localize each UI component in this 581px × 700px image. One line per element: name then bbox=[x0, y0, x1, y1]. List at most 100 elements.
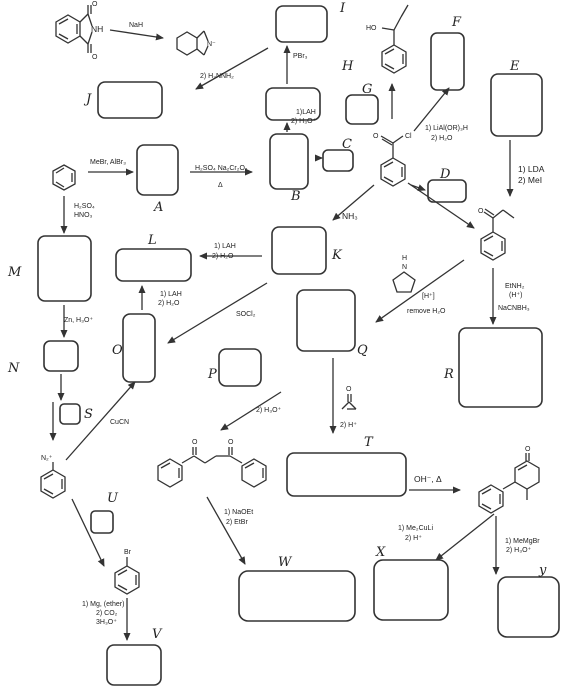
carbonyl-o-label: O bbox=[92, 1, 98, 8]
box-M bbox=[37, 235, 92, 302]
box-X bbox=[373, 559, 449, 621]
label-G: G bbox=[362, 82, 372, 97]
box-Y bbox=[497, 576, 560, 638]
reagent-cucn: CuCN bbox=[110, 419, 129, 426]
diazonium-structure: N₂⁺ bbox=[40, 455, 66, 499]
dk-o2-label: O bbox=[228, 439, 234, 446]
arrow-to-bromobenzene bbox=[71, 498, 105, 567]
box-H bbox=[265, 87, 321, 121]
pyrrolidine-h-label: H bbox=[402, 255, 407, 262]
reagent-nah: NaH bbox=[129, 22, 143, 29]
reagent-lialh-1: 1) LiAl(OR)₃H bbox=[425, 125, 468, 132]
reagent-hydrazine: 2) H₂NNH₂ bbox=[200, 73, 234, 80]
label-S: S bbox=[84, 407, 93, 422]
arrow-hydrolysis bbox=[220, 391, 282, 431]
arrow-acylcl-to-D bbox=[410, 184, 426, 191]
reagent-h3o-p: 2) H₃O⁺ bbox=[256, 407, 282, 414]
label-M: M bbox=[7, 265, 22, 280]
label-D: D bbox=[439, 167, 451, 182]
reagent-h-plus: 2) H⁺ bbox=[340, 422, 357, 429]
phthalimide-anion-structure: N⁻ bbox=[176, 30, 216, 56]
label-W: W bbox=[278, 555, 293, 570]
reagent-lda-2: 2) MeI bbox=[518, 175, 542, 185]
reagent-lah-2: 2) H₃O⁺ bbox=[291, 118, 317, 125]
reagent-naoet-1: 1) NaOEt bbox=[224, 509, 253, 516]
label-K: K bbox=[331, 248, 343, 263]
reagent-nh3: NH₃ bbox=[342, 211, 358, 221]
box-N bbox=[43, 340, 79, 372]
label-L: L bbox=[147, 233, 157, 248]
arrow-cucn bbox=[65, 381, 136, 461]
reagent-pbr3: PBr₃ bbox=[293, 53, 308, 60]
box-A bbox=[136, 144, 179, 196]
label-I: I bbox=[339, 1, 346, 16]
reagent-lah-mid-2: 2) H₂O bbox=[212, 253, 234, 260]
reagent-lah-l-1: 1) LAH bbox=[160, 291, 182, 298]
label-T: T bbox=[364, 435, 374, 450]
acyl-o-label: O bbox=[373, 133, 379, 140]
box-R bbox=[458, 327, 543, 408]
arrow-nh3 bbox=[332, 184, 375, 221]
pyrrolidine-structure: H N bbox=[392, 255, 416, 293]
box-W bbox=[238, 570, 356, 622]
reagent-enamine-1: [H⁺] bbox=[422, 293, 435, 300]
reagent-oxid-1: H₂SO₄ Na₂Cr₂O₇ bbox=[195, 165, 248, 172]
reagent-lialh-2: 2) H₂O bbox=[431, 135, 453, 142]
reagent-grignard-1: 1) Mg, (ether) bbox=[82, 601, 124, 608]
reagent-lah-l-2: 2) H₂O bbox=[158, 300, 180, 307]
vk-o-label: O bbox=[346, 386, 352, 393]
label-P: P bbox=[207, 367, 217, 382]
ketone-o-label: O bbox=[478, 208, 484, 215]
alcohol-ho-label: HO bbox=[366, 25, 377, 32]
reagent-oxid-2: Δ bbox=[218, 182, 223, 189]
alcohol-structure bbox=[381, 4, 409, 74]
label-B: B bbox=[290, 189, 301, 204]
box-G bbox=[345, 94, 379, 125]
label-Y: y bbox=[538, 563, 547, 578]
diazonium-label: N₂⁺ bbox=[41, 455, 53, 462]
arrow-acylcl-to-propio bbox=[407, 182, 475, 229]
enone-structure: O bbox=[478, 446, 540, 514]
dk-o1-label: O bbox=[192, 439, 198, 446]
label-X: X bbox=[375, 545, 386, 560]
arrow-socl2 bbox=[167, 282, 268, 344]
reagent-nitr-2: HNO₃ bbox=[74, 212, 93, 219]
label-E: E bbox=[509, 59, 520, 74]
arrow-nah bbox=[109, 29, 164, 41]
box-D bbox=[427, 179, 467, 203]
propiophenone-structure: O bbox=[478, 208, 515, 261]
label-Q: Q bbox=[357, 343, 368, 358]
box-I bbox=[275, 5, 328, 43]
box-L bbox=[115, 248, 192, 282]
reagent-socl2: SOCl₂ bbox=[236, 311, 256, 318]
reagent-cuprate-2: 2) H⁺ bbox=[405, 535, 422, 542]
box-S bbox=[59, 403, 81, 425]
box-C bbox=[322, 149, 354, 172]
enone-o-label: O bbox=[525, 446, 531, 453]
phthalimide-structure: NH O O bbox=[55, 1, 103, 61]
anion-n-label: N⁻ bbox=[207, 41, 216, 48]
benzene-structure bbox=[52, 164, 76, 191]
pyrrolidine-n-label: N bbox=[402, 264, 407, 271]
reagent-amin-1: EtNH₂ bbox=[505, 283, 525, 290]
label-V: V bbox=[152, 627, 163, 642]
box-F bbox=[430, 32, 465, 91]
reagent-cuprate-1: 1) Me₂CuLi bbox=[398, 525, 433, 532]
label-N: N bbox=[7, 361, 20, 376]
label-O: O bbox=[112, 343, 123, 358]
reagent-grignard-2: 2) CO₂ bbox=[96, 610, 118, 617]
reagent-lah-1: 1)LAH bbox=[296, 109, 316, 116]
imide-nh-label: NH bbox=[91, 24, 103, 34]
reagent-naoet-2: 2) EtBr bbox=[226, 519, 248, 526]
box-Q bbox=[296, 289, 356, 352]
reagent-amin-3: NaCNBH₃ bbox=[498, 305, 530, 312]
reagent-grig-1: 1) MeMgBr bbox=[505, 538, 540, 545]
label-A: A bbox=[153, 200, 163, 215]
reagent-lda-1: 1) LDA bbox=[518, 164, 545, 174]
box-E bbox=[490, 73, 543, 137]
box-J bbox=[97, 81, 163, 119]
bromobenzene-structure: Br bbox=[114, 549, 140, 595]
label-F: F bbox=[451, 15, 462, 30]
carbonyl-o-label: O bbox=[92, 54, 98, 61]
